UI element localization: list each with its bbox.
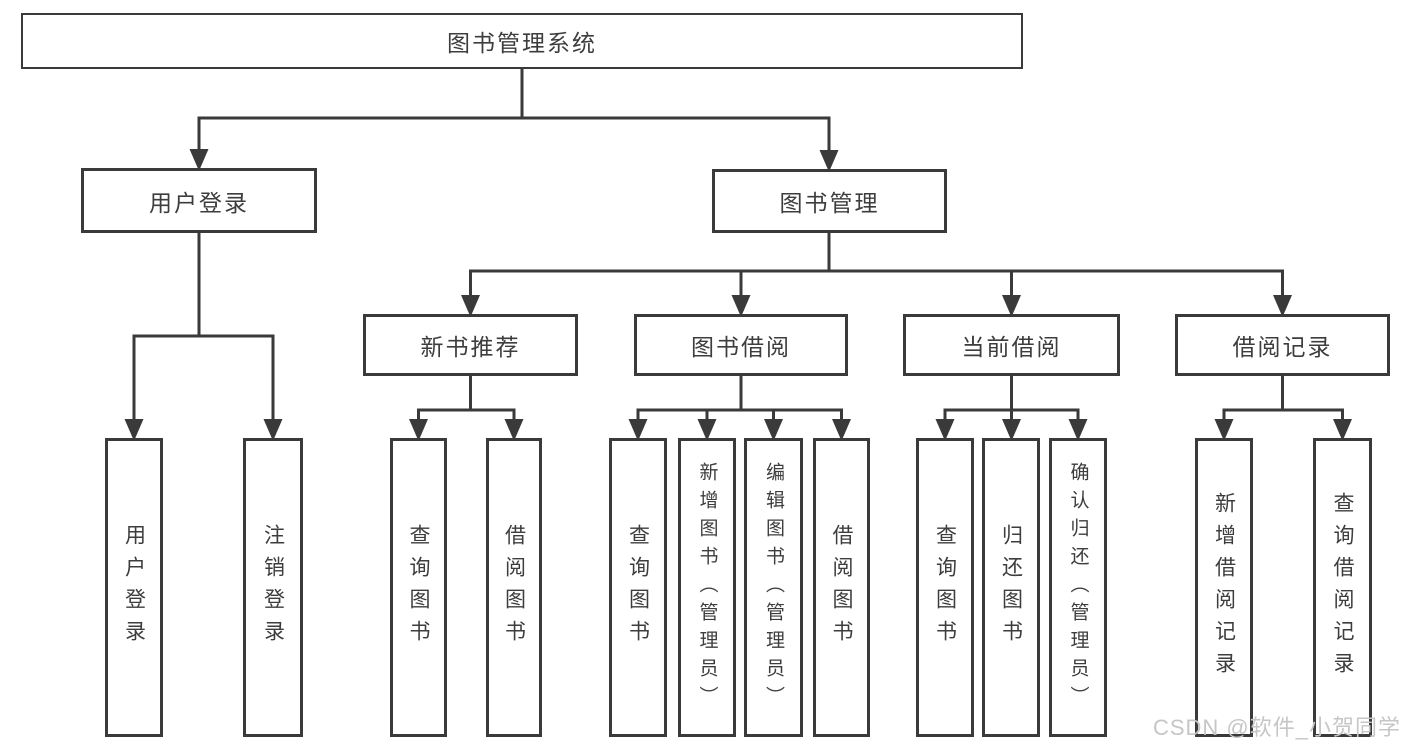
leaf-label: 新增图书（管理员）	[696, 461, 718, 714]
leaf-label: 借阅图书	[502, 523, 526, 652]
node-book-management: 图书管理	[712, 169, 947, 233]
leaf-label: 借阅图书	[830, 523, 853, 652]
connector	[132, 334, 275, 421]
leaf-query-borrow-record: 查询借阅记录	[1313, 438, 1372, 737]
connector	[636, 408, 843, 422]
node-book-borrow: 图书借阅	[634, 314, 848, 376]
leaf-borrow-books-borrow: 借阅图书	[813, 438, 870, 737]
connector	[197, 116, 831, 152]
leaf-query-books-recommend: 查询图书	[390, 438, 447, 737]
leaf-return-book: 归还图书	[982, 438, 1040, 737]
node-borrow-records: 借阅记录	[1175, 314, 1390, 376]
leaf-confirm-return-admin: 确认归还（管理员）	[1049, 438, 1107, 737]
node-current-borrow: 当前借阅	[903, 314, 1120, 376]
node-library-management-system: 图书管理系统	[21, 13, 1023, 69]
leaf-label: 注销登录	[261, 523, 285, 652]
leaf-label: 查询图书	[407, 523, 430, 652]
node-user-login-branch: 用户登录	[81, 168, 317, 233]
leaf-label: 查询图书	[626, 523, 650, 652]
connector	[469, 269, 1284, 296]
leaf-borrow-books-recommend: 借阅图书	[486, 438, 542, 737]
leaf-label: 用户登录	[122, 523, 146, 652]
leaf-logout: 注销登录	[243, 438, 303, 737]
leaf-label: 归还图书	[999, 523, 1023, 652]
leaf-label: 查询借阅记录	[1331, 491, 1354, 684]
leaf-label: 编辑图书（管理员）	[763, 461, 784, 714]
connector	[1222, 408, 1344, 422]
node-new-book-recommend: 新书推荐	[363, 314, 578, 376]
leaf-edit-book-admin: 编辑图书（管理员）	[744, 438, 803, 737]
connector	[943, 408, 1080, 422]
leaf-add-borrow-record: 新增借阅记录	[1195, 438, 1253, 737]
leaf-user-login: 用户登录	[105, 438, 163, 737]
leaf-query-books-borrow: 查询图书	[609, 438, 667, 737]
leaf-label: 确认归还（管理员）	[1067, 461, 1089, 714]
leaf-add-book-admin: 新增图书（管理员）	[678, 438, 736, 737]
connector	[417, 408, 516, 422]
leaf-label: 查询图书	[933, 523, 957, 652]
leaf-query-books-current: 查询图书	[916, 438, 974, 737]
leaf-label: 新增借阅记录	[1212, 491, 1236, 684]
